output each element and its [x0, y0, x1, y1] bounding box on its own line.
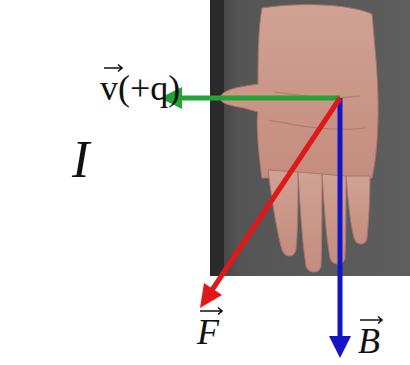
field-arrow [338, 98, 343, 338]
photo-background [210, 0, 410, 276]
force-arrow [212, 98, 340, 290]
palm [220, 5, 378, 178]
velocity-label: v(+q) [100, 70, 180, 106]
field-label: B [358, 323, 380, 359]
arrowhead [329, 336, 351, 358]
force-label: F [197, 314, 219, 350]
crease [268, 120, 366, 129]
finger [298, 172, 322, 272]
finger [346, 176, 370, 244]
arrowhead [200, 283, 222, 308]
vector-arrows [160, 87, 351, 358]
velocity-arrow [178, 96, 340, 101]
current-label: I [72, 134, 89, 186]
hand-photo [220, 5, 378, 272]
photo-edge [210, 0, 224, 276]
